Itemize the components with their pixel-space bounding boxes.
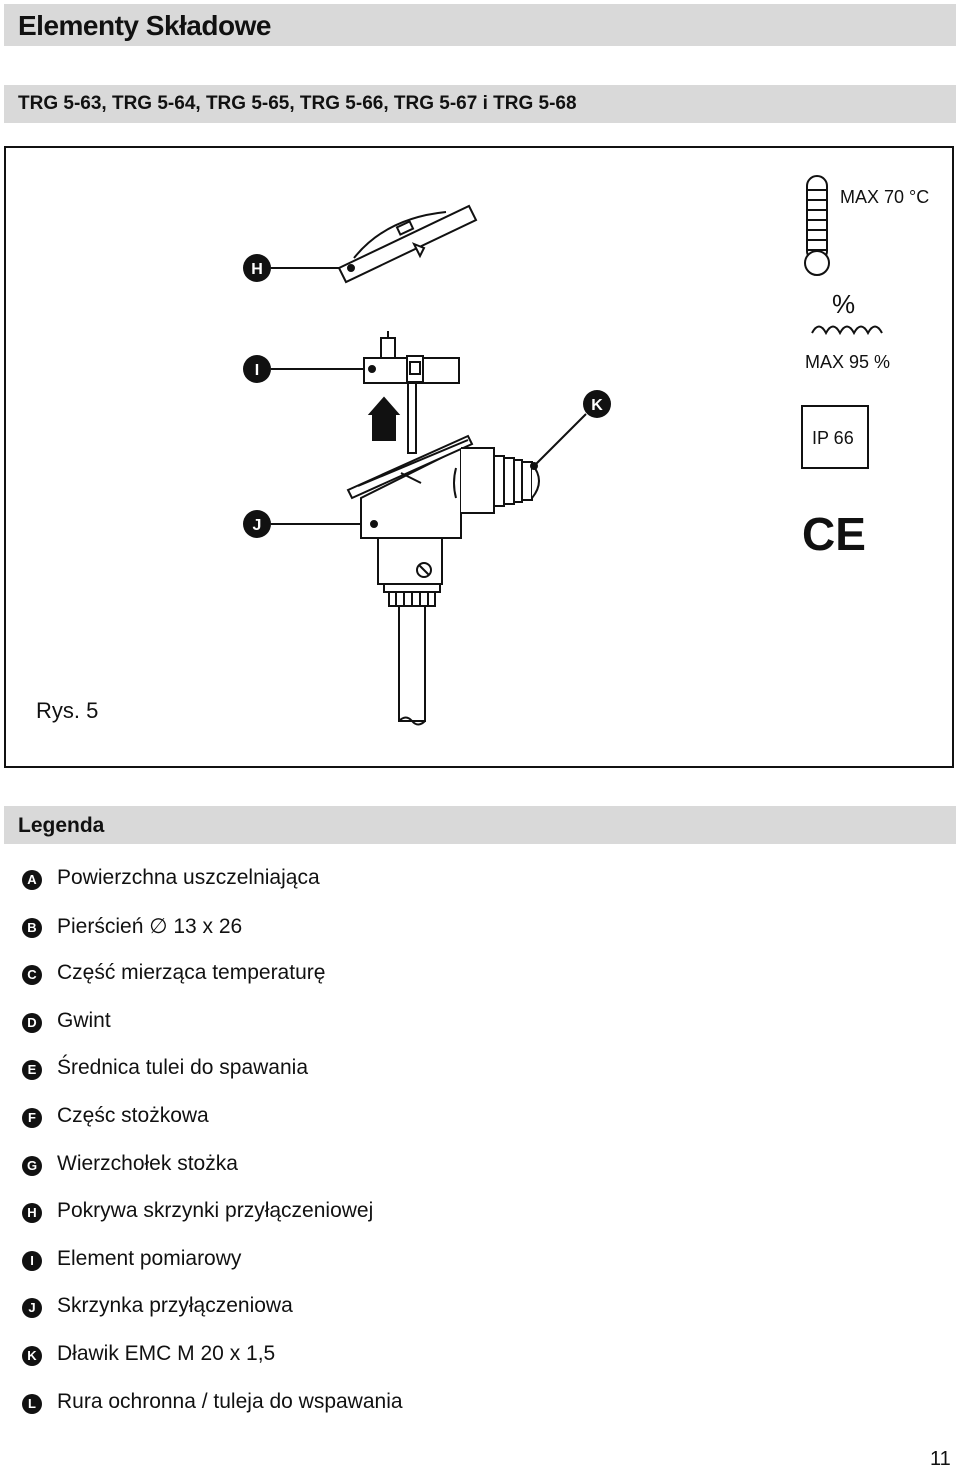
legend-item-text: Średnica tulei do spawania <box>57 1056 308 1079</box>
legend-item: A Powierzchna uszczelniająca <box>22 866 622 896</box>
svg-text:I: I <box>255 362 259 379</box>
legend-key-badge: L <box>22 1394 42 1414</box>
page-title: Elementy Składowe <box>18 10 271 41</box>
callout-h: H <box>243 254 271 282</box>
device-diagram: H I J K <box>36 175 929 726</box>
legend-key-badge: D <box>22 1013 42 1033</box>
legend-item: J Skrzynka przyłączeniowa <box>22 1294 622 1324</box>
legend-item-text: Element pomiarowy <box>57 1247 242 1270</box>
legend-title: Legenda <box>18 814 105 837</box>
max-humidity-label: MAX 95 % <box>805 352 890 372</box>
legend-key-badge: J <box>22 1298 42 1318</box>
legend-item: K Dławik EMC M 20 x 1,5 <box>22 1342 622 1372</box>
legend-item-text: Pokrywa skrzynki przyłączeniowej <box>57 1199 374 1222</box>
legend-item: H Pokrywa skrzynki przyłączeniowej <box>22 1199 622 1229</box>
legend-item-text: Rura ochronna / tuleja do wspawania <box>57 1390 403 1413</box>
connection-box <box>346 434 540 726</box>
legend-item-text: Gwint <box>57 1009 111 1032</box>
lid-part <box>337 204 478 284</box>
legend-item: I Element pomiarowy <box>22 1247 622 1277</box>
legend-band: Legenda <box>4 806 956 844</box>
figure-frame: H I J K <box>4 146 954 768</box>
ip-rating-label: IP 66 <box>812 428 854 448</box>
figure-caption: Rys. 5 <box>36 698 98 723</box>
legend-key-badge: A <box>22 870 42 890</box>
legend-key-badge: I <box>22 1251 42 1271</box>
legend-item: L Rura ochronna / tuleja do wspawania <box>22 1390 622 1420</box>
thermometer-icon <box>804 175 830 276</box>
assembly-arrow-stem <box>372 414 396 441</box>
legend-item: B Pierścień ∅ 13 x 26 <box>22 914 622 944</box>
legend-key-badge: F <box>22 1108 42 1128</box>
model-list: TRG 5-63, TRG 5-64, TRG 5-65, TRG 5-66, … <box>18 93 577 114</box>
legend-item-text: Częśc stożkowa <box>57 1104 209 1127</box>
legend-item-text: Część mierząca temperaturę <box>57 961 326 984</box>
measuring-element-part <box>363 331 460 454</box>
legend-item: G Wierzchołek stożka <box>22 1152 622 1182</box>
legend-item: E Średnica tulei do spawania <box>22 1056 622 1086</box>
page-number: 11 <box>930 1448 951 1470</box>
legend-item-text: Pierścień ∅ 13 x 26 <box>57 915 243 938</box>
svg-text:K: K <box>591 397 603 414</box>
legend-item: F Częśc stożkowa <box>22 1104 622 1134</box>
callout-k: K <box>583 390 611 418</box>
legend-item: C Część mierząca temperaturę <box>22 961 622 991</box>
subtitle-band: TRG 5-63, TRG 5-64, TRG 5-65, TRG 5-66, … <box>4 85 956 123</box>
callout-j: J <box>243 510 271 538</box>
title-band: Elementy Składowe <box>4 4 956 46</box>
leader-line-k <box>533 413 587 467</box>
legend-key-badge: C <box>22 965 42 985</box>
legend-key-badge: E <box>22 1060 42 1080</box>
max-temp-label: MAX 70 °C <box>840 187 929 207</box>
svg-text:H: H <box>251 261 263 278</box>
legend-item-text: Skrzynka przyłączeniowa <box>57 1294 293 1317</box>
callout-i: I <box>243 355 271 383</box>
legend-key-badge: H <box>22 1203 42 1223</box>
humidity-wave-icon <box>811 325 883 336</box>
legend-key-badge: K <box>22 1346 42 1366</box>
ip-rating-box <box>801 405 869 469</box>
legend-item-text: Wierzchołek stożka <box>57 1152 238 1175</box>
ce-mark-icon: CE <box>802 508 866 560</box>
legend-key-badge: G <box>22 1156 42 1176</box>
legend-key-badge: B <box>22 918 42 938</box>
legend-item-text: Dławik EMC M 20 x 1,5 <box>57 1342 276 1365</box>
legend-item-text: Powierzchna uszczelniająca <box>57 866 320 889</box>
humidity-percent-icon: % <box>832 289 855 319</box>
legend-item: D Gwint <box>22 1009 622 1039</box>
svg-text:J: J <box>253 517 262 534</box>
